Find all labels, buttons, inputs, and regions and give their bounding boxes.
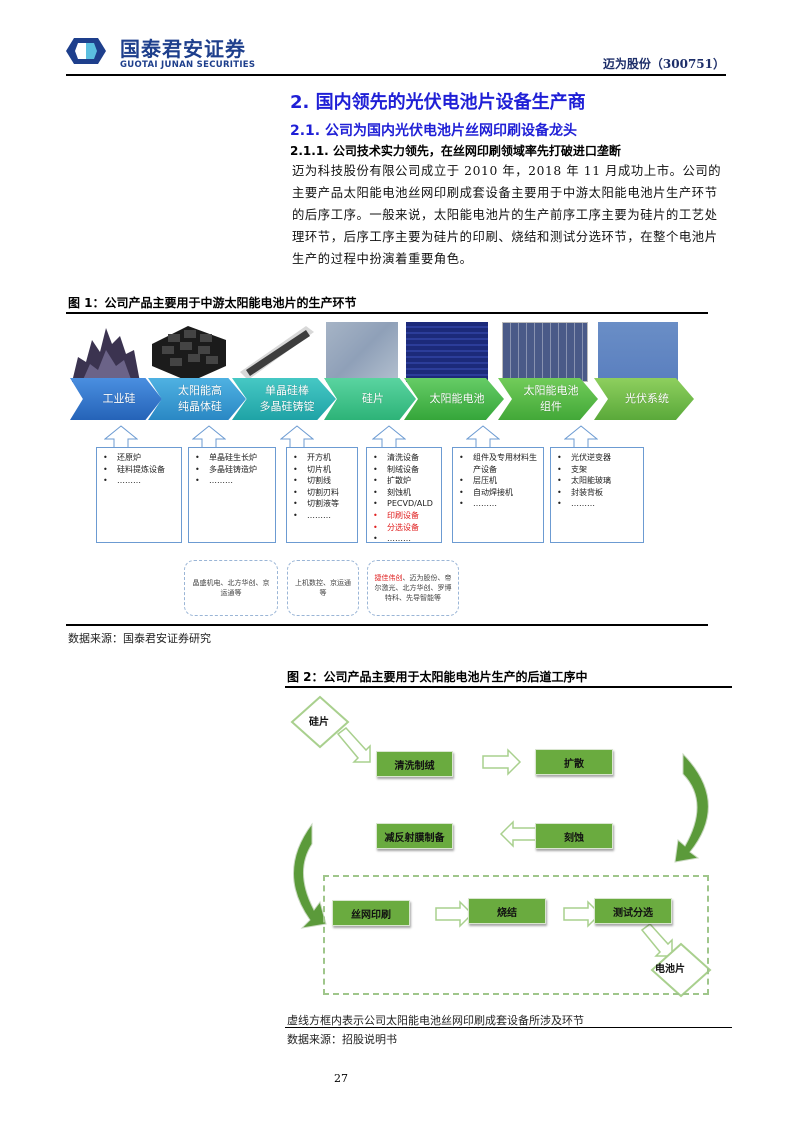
stage-ingot: 单晶硅棒 多晶硅铸锭 (232, 378, 336, 420)
equipment-item: 切割线 (293, 475, 353, 487)
company-scope-dashed-box (323, 875, 709, 995)
equipment-item: 层压机 (459, 475, 539, 487)
equipment-item: 光伏逆变器 (557, 452, 639, 464)
step-cleaning-texturing: 清洗制绒 (376, 751, 453, 777)
equipment-item: 封装背板 (557, 487, 639, 499)
figure-2-note: 虚线方框内表示公司太阳能电池丝网印刷成套设备所涉及环节 (287, 1014, 584, 1027)
up-arrow-icon (372, 425, 406, 449)
equipment-item: 制绒设备 (373, 464, 437, 476)
step-diffusion: 扩散 (535, 749, 613, 775)
equipment-box-ingot: 开方机 切片机 切割线 切割刃料 切割液等 ……… (286, 447, 358, 543)
arrow-down-right-icon (640, 922, 673, 957)
equipment-item: 切割液等 (293, 498, 353, 510)
stage-pv-system: 光伏系统 (594, 378, 694, 420)
silicon-ingot-image (240, 326, 314, 380)
end-diamond-icon (650, 942, 712, 998)
equipment-item: ……… (557, 498, 639, 510)
equipment-item: 切割刃料 (293, 487, 353, 499)
equipment-item: 硅料提炼设备 (103, 464, 177, 476)
stage-solar-cell: 太阳能电池 (404, 378, 504, 420)
up-arrow-icon (564, 425, 598, 449)
page-number: 27 (334, 1072, 348, 1085)
figure-2-source: 数据来源：招股说明书 (287, 1033, 397, 1046)
step-testing-sorting: 测试分选 (594, 898, 672, 924)
silicon-wafer-image (326, 322, 398, 382)
stage-industrial-silicon: 工业硅 (70, 378, 162, 420)
equipment-item: 组件及专用材料生产设备 (459, 452, 539, 475)
supplier-highlight: 捷佳伟创 (374, 574, 403, 582)
equipment-box-pv-system: 光伏逆变器 支架 太阳能玻璃 封装背板 ……… (550, 447, 644, 543)
equipment-box-solar-cell: 组件及专用材料生产设备 层压机 自动焊接机 ……… (452, 447, 544, 543)
up-arrow-icon (192, 425, 226, 449)
end-label: 电池片 (655, 964, 685, 975)
equipment-item: ……… (373, 533, 437, 545)
curved-arrow-down-icon (293, 822, 327, 929)
stage-solar-module: 太阳能电池 组件 (498, 378, 598, 420)
equipment-item-highlight: 分选设备 (373, 522, 437, 534)
arrow-down-right-icon (336, 726, 371, 763)
stock-label: 迈为股份（300751） (602, 57, 725, 71)
stage-high-purity-silicon: 太阳能高 纯晶体硅 (148, 378, 246, 420)
supplier-bubble-wafer: 捷佳伟创、迈为股份、帝尔激光、北方华创、罗博特科、先导智能等 (367, 560, 459, 616)
equipment-item: 单晶硅生长炉 (195, 452, 271, 464)
equipment-item: 刻蚀机 (373, 487, 437, 499)
figure-1-bottom-rule (66, 624, 708, 626)
start-label: 硅片 (309, 717, 329, 728)
figure-2-title: 图 2：公司产品主要用于太阳能电池片生产的后道工序中 (287, 670, 588, 684)
equipment-item: ……… (293, 510, 353, 522)
header-divider (66, 74, 726, 76)
equipment-item: 切片机 (293, 464, 353, 476)
figure-2-top-rule (285, 686, 732, 688)
equipment-item: PECVD/ALD (373, 498, 437, 510)
equipment-box-wafer: 清洗设备 制绒设备 扩散炉 刻蚀机 PECVD/ALD 印刷设备 分选设备 ……… (366, 447, 442, 545)
equipment-item: 扩散炉 (373, 475, 437, 487)
equipment-item-highlight: 印刷设备 (373, 510, 437, 522)
equipment-item: 多晶硅铸造炉 (195, 464, 271, 476)
up-arrow-icon (280, 425, 314, 449)
start-diamond-icon (290, 695, 350, 749)
solar-cell-image (406, 322, 488, 382)
figure-2-bottom-rule (285, 1027, 732, 1029)
equipment-box-polysilicon: 单晶硅生长炉 多晶硅铸造炉 ……… (188, 447, 276, 543)
equipment-item: 清洗设备 (373, 452, 437, 464)
equipment-item: ……… (103, 475, 177, 487)
section-heading-3: 2.1.1. 公司技术实力领先，在丝网印刷领域率先打破进口垄断 (290, 144, 621, 158)
figure-1-title: 图 1：公司产品主要用于中游太阳能电池片的生产环节 (68, 296, 357, 310)
equipment-item: ……… (459, 498, 539, 510)
equipment-item: 支架 (557, 464, 639, 476)
body-paragraph: 迈为科技股份有限公司成立于 2010 年，2018 年 11 月成功上市。公司的… (292, 164, 722, 266)
company-logo-icon (66, 38, 106, 64)
equipment-box-industrial-silicon: 还原炉 硅料提炼设备 ……… (96, 447, 182, 543)
brand-name-en: GUOTAI JUNAN SECURITIES (120, 60, 256, 70)
equipment-item: 开方机 (293, 452, 353, 464)
section-heading-1: 2. 国内领先的光伏电池片设备生产商 (290, 92, 586, 113)
arrow-right-icon (435, 900, 474, 928)
step-screen-printing: 丝网印刷 (332, 900, 410, 926)
section-heading-2: 2.1. 公司为国内光伏电池片丝网印刷设备龙头 (290, 123, 577, 139)
stage-wafer: 硅片 (324, 378, 416, 420)
up-arrow-icon (466, 425, 500, 449)
solar-module-image (502, 322, 588, 382)
step-etching: 刻蚀 (535, 823, 613, 849)
arrow-right-icon (482, 748, 522, 776)
process-flow-arrows (290, 695, 712, 998)
arrow-left-icon (499, 820, 539, 848)
up-arrow-icon (104, 425, 138, 449)
equipment-item: ……… (195, 475, 271, 487)
figure-1-source: 数据来源：国泰君安证券研究 (68, 632, 211, 645)
curved-arrow-down-icon (674, 752, 709, 863)
brand-name-cn: 国泰君安证券 (120, 37, 246, 61)
figure-1-top-rule (66, 312, 708, 314)
supplier-bubble-ingot: 上机数控、京运通等 (287, 560, 359, 616)
industrial-silicon-image (72, 328, 140, 382)
pv-system-image (598, 322, 678, 382)
step-antireflection-coating: 减反射膜制备 (376, 823, 453, 849)
equipment-item: 自动焊接机 (459, 487, 539, 499)
supplier-bubble-polysilicon: 晶盛机电、北方华创、京运通等 (184, 560, 278, 616)
step-sintering: 烧结 (468, 898, 546, 924)
equipment-item: 太阳能玻璃 (557, 475, 639, 487)
polysilicon-image (152, 326, 226, 382)
equipment-item: 还原炉 (103, 452, 177, 464)
